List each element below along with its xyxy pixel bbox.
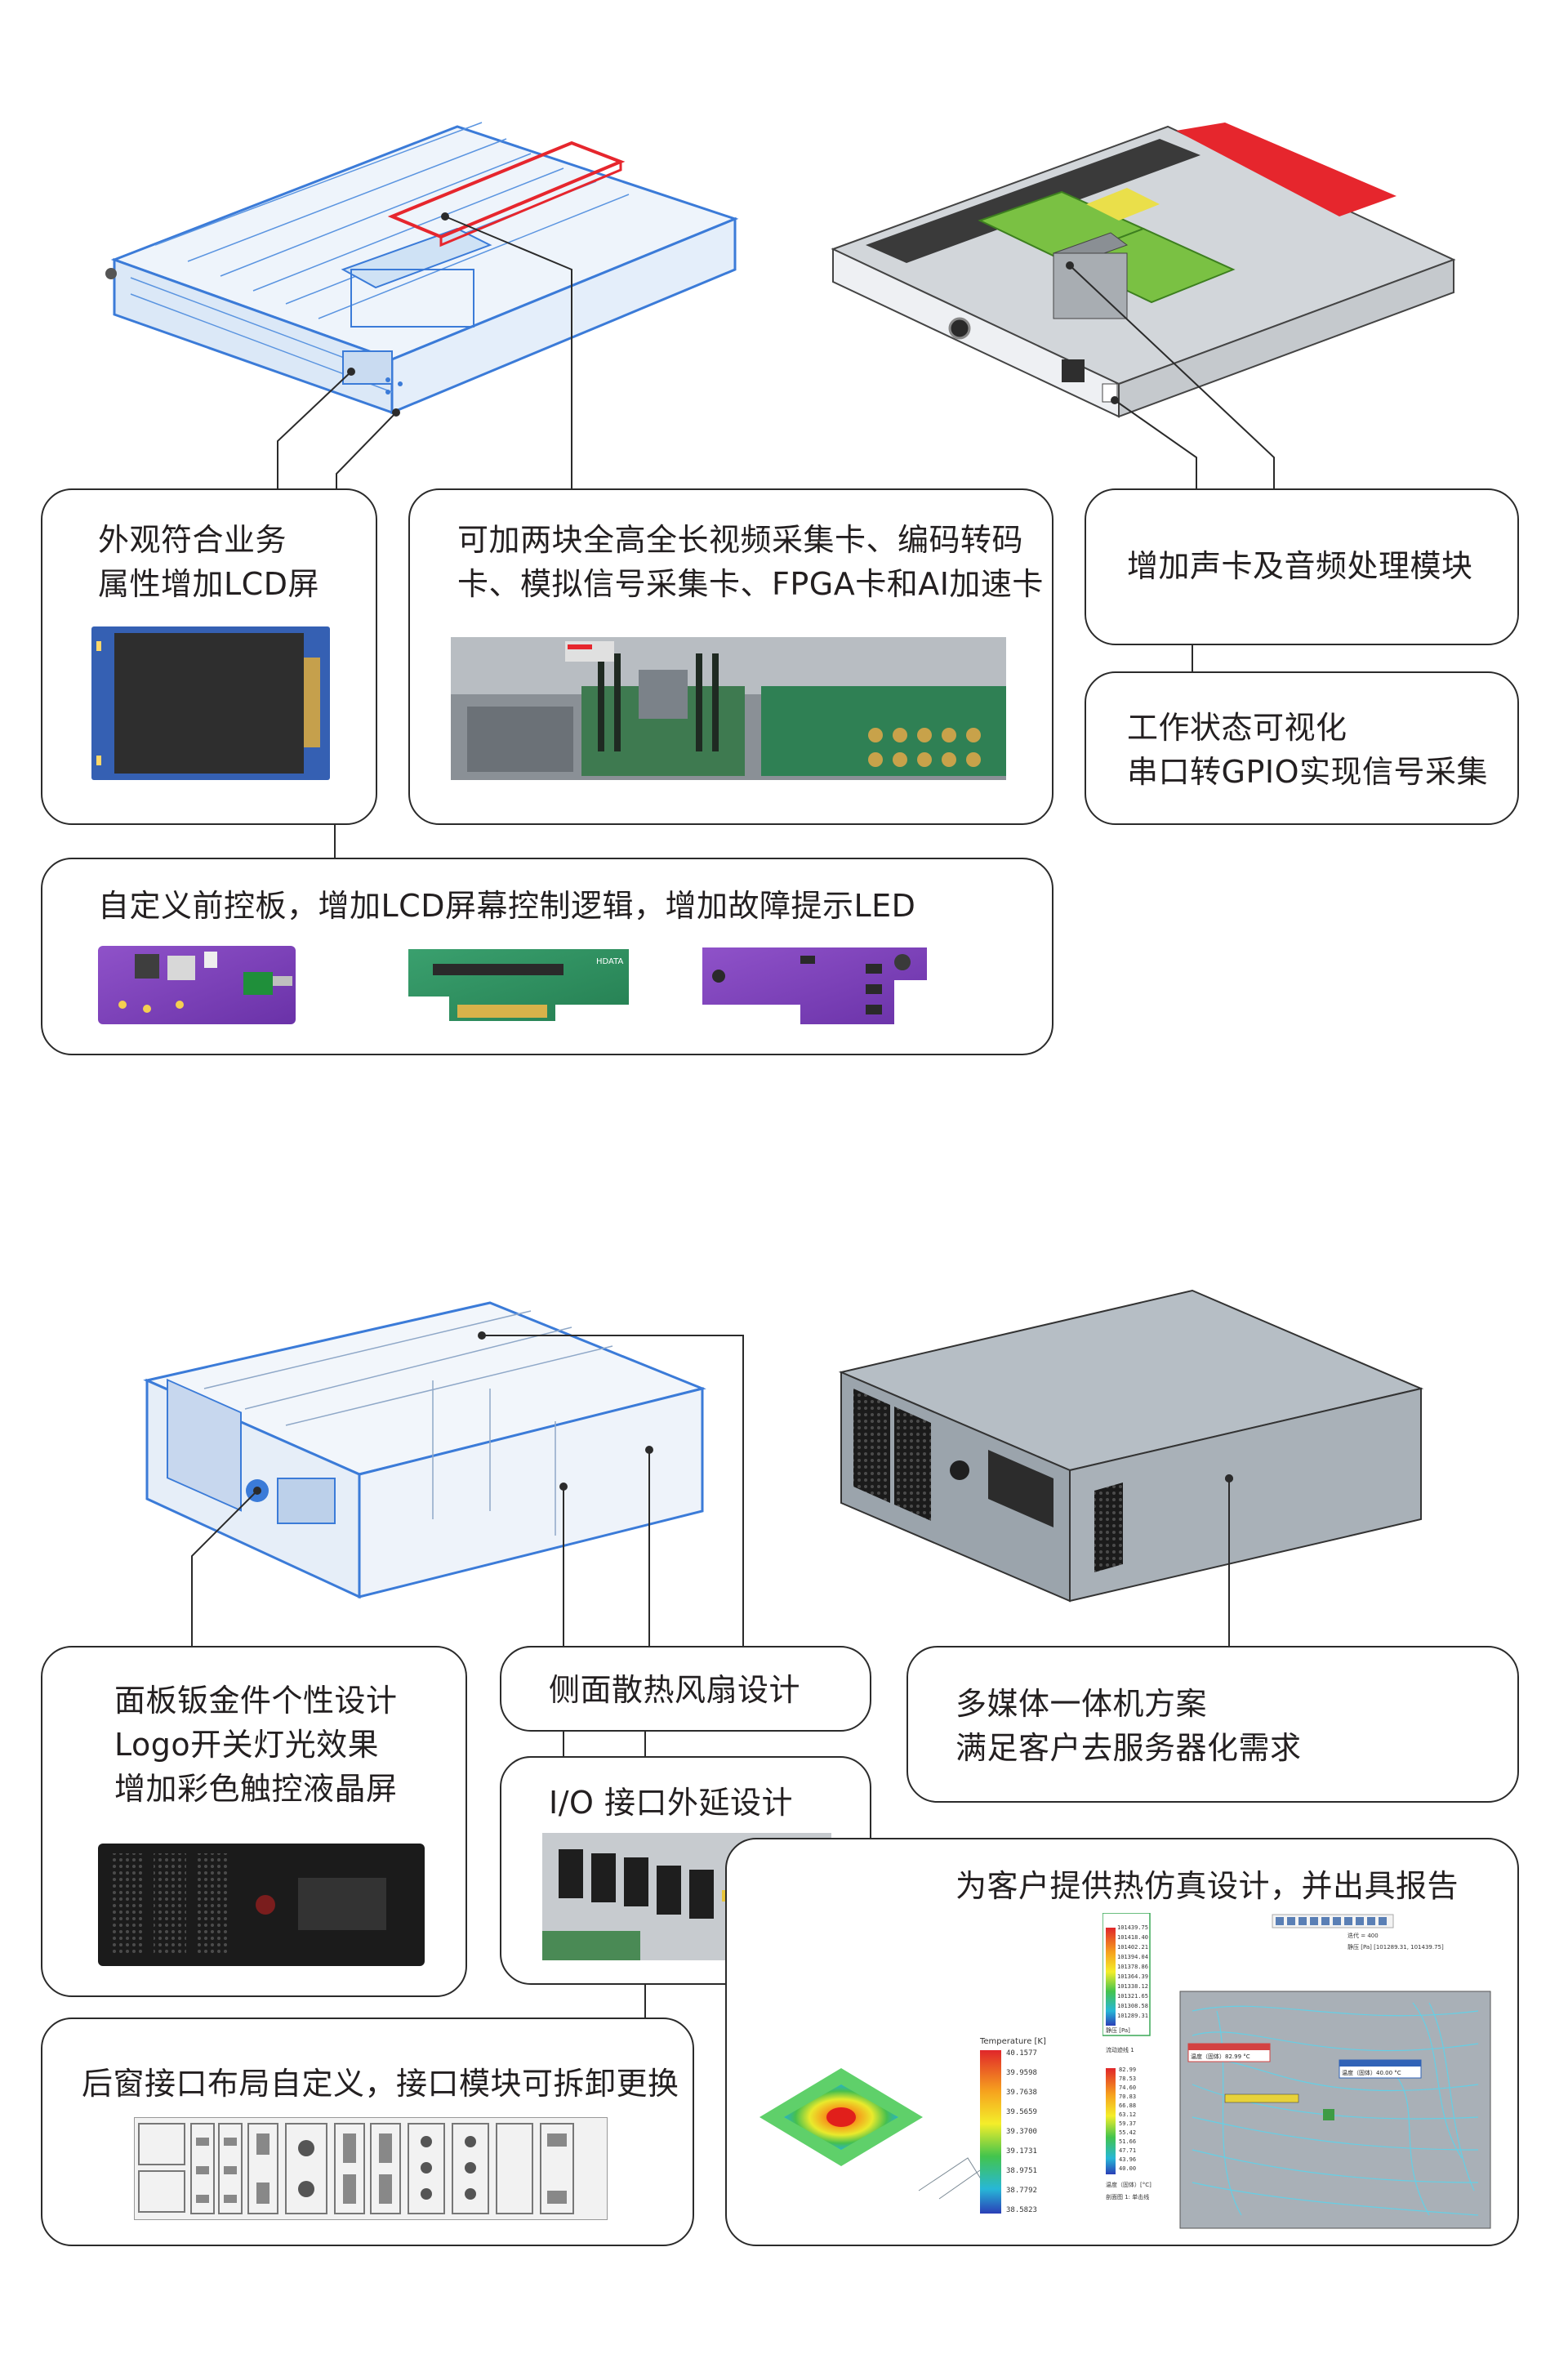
card-video-cards: 可加两块全高全长视频采集卡、编码转码 卡、模拟信号采集卡、FPGA卡和AI加速卡 — [408, 488, 1054, 825]
svg-text:43.96: 43.96 — [1119, 2156, 1136, 2163]
black-front-panel-image — [98, 1844, 425, 1966]
thermal-legend-values: 40.1577 39.9598 39.7638 39.5659 39.3700 … — [1006, 2049, 1037, 2214]
rendered-chassis-1u — [831, 123, 1456, 418]
card-thermal-sim: 为客户提供热仿真设计，并出具报告 Temperature [K] 40.1577… — [725, 1838, 1519, 2246]
card-rear-layout: 后窗接口布局自定义，接口模块可拆卸更换 — [41, 2018, 694, 2246]
rendered-chassis-3u — [838, 1289, 1424, 1603]
cfd-airflow-window: 101439.75 101418.40 101402.21 101394.04 … — [1102, 1913, 1494, 2232]
svg-text:101308.58: 101308.58 — [1117, 2003, 1148, 2009]
svg-text:101418.40: 101418.40 — [1117, 1934, 1148, 1941]
riser-board-label: HDATA — [596, 957, 623, 966]
svg-text:101394.04: 101394.04 — [1117, 1954, 1148, 1960]
card-panel-design: 面板钣金件个性设计 Logo开关灯光效果 增加彩色触控液晶屏 — [41, 1646, 467, 1997]
card-io-text: I/O 接口外延设计 — [549, 1785, 793, 1821]
svg-text:39.1731: 39.1731 — [1006, 2147, 1037, 2156]
svg-text:51.66: 51.66 — [1119, 2138, 1136, 2145]
svg-text:101402.21: 101402.21 — [1117, 1944, 1148, 1951]
svg-text:38.7792: 38.7792 — [1006, 2187, 1037, 2195]
cfd-temp-legend: 82.99 78.53 74.60 70.83 66.88 63.12 59.3… — [1119, 2067, 1136, 2172]
streamline-caption: 流动迹线 1 — [1106, 2046, 1134, 2053]
green-riser-board: HDATA — [408, 949, 629, 1021]
svg-text:78.53: 78.53 — [1119, 2076, 1136, 2082]
svg-text:温度（固体）40.00 °C: 温度（固体）40.00 °C — [1342, 2069, 1401, 2076]
purple-control-board-1 — [98, 946, 296, 1024]
iteration-caption: 迭代 = 400 — [1348, 1932, 1379, 1939]
card-gpio: 工作状态可视化 串口转GPIO实现信号采集 — [1085, 671, 1519, 825]
card-cards-text: 可加两块全高全长视频采集卡、编码转码 卡、模拟信号采集卡、FPGA卡和AI加速卡 — [457, 522, 1044, 602]
card-front-text: 自定义前控板，增加LCD屏幕控制逻辑，增加故障提示LED — [98, 888, 916, 924]
cfd-pressure-legend: 101439.75 101418.40 101402.21 101394.04 … — [1117, 1924, 1148, 2019]
card-media-text: 多媒体一体机方案 满足客户去服务器化需求 — [956, 1686, 1302, 1766]
svg-text:82.99: 82.99 — [1119, 2067, 1136, 2073]
lcd-screen-image — [91, 626, 330, 780]
svg-text:66.88: 66.88 — [1119, 2102, 1136, 2109]
plane-caption: 剖面图 1: 单击线 — [1106, 2193, 1149, 2200]
svg-text:39.3700: 39.3700 — [1006, 2128, 1037, 2136]
svg-text:101321.65: 101321.65 — [1117, 1993, 1148, 2000]
card-front-panel: 自定义前控板，增加LCD屏幕控制逻辑，增加故障提示LED HDATA — [41, 858, 1054, 1055]
card-panel-text: 面板钣金件个性设计 Logo开关灯光效果 增加彩色触控液晶屏 — [114, 1683, 398, 1807]
svg-text:59.37: 59.37 — [1119, 2120, 1136, 2127]
card-sound-module: 增加声卡及音频处理模块 — [1085, 488, 1519, 645]
svg-text:40.00: 40.00 — [1119, 2165, 1136, 2172]
svg-text:101338.12: 101338.12 — [1117, 1983, 1148, 1990]
probe-cool: 温度（固体）40.00 °C — [1339, 2059, 1422, 2079]
svg-text:101378.86: 101378.86 — [1117, 1964, 1148, 1970]
svg-text:38.5823: 38.5823 — [1006, 2206, 1037, 2214]
svg-text:70.83: 70.83 — [1119, 2093, 1136, 2100]
wireframe-chassis-1u — [105, 122, 739, 415]
rear-panel-interfaces-image — [134, 2117, 608, 2220]
temp-unit-label: 温度（固体）[°C] — [1106, 2181, 1152, 2188]
svg-text:47.71: 47.71 — [1119, 2147, 1136, 2154]
card-lcd-appearance: 外观符合业务 属性增加LCD屏 — [41, 488, 377, 825]
heatsink-thermal-sim: Temperature [K] 40.1577 39.9598 39.7638 … — [760, 2037, 1046, 2214]
svg-text:39.5659: 39.5659 — [1006, 2108, 1037, 2116]
svg-text:63.12: 63.12 — [1119, 2111, 1136, 2118]
svg-text:101364.39: 101364.39 — [1117, 1973, 1148, 1980]
svg-text:101289.31: 101289.31 — [1117, 2013, 1148, 2019]
control-boards-images: HDATA — [98, 946, 927, 1024]
svg-text:101439.75: 101439.75 — [1117, 1924, 1148, 1931]
svg-text:39.7638: 39.7638 — [1006, 2089, 1037, 2097]
top-leader-lines — [277, 216, 1275, 858]
svg-text:39.9598: 39.9598 — [1006, 2069, 1037, 2077]
svg-text:55.42: 55.42 — [1119, 2129, 1136, 2136]
thermal-legend-title: Temperature [K] — [979, 2037, 1046, 2046]
card-fan-design: 侧面散热风扇设计 — [500, 1646, 871, 1732]
bottom-leader-lines — [191, 1335, 1230, 2018]
card-fan-text: 侧面散热风扇设计 — [549, 1672, 801, 1708]
svg-text:40.1577: 40.1577 — [1006, 2049, 1037, 2058]
pressure-unit-label: 静压 [Pa] — [1106, 2026, 1130, 2034]
svg-text:38.9751: 38.9751 — [1006, 2167, 1037, 2175]
probe-hot: 温度（固体）82.99 °C — [1187, 2043, 1271, 2062]
card-sound-text: 增加声卡及音频处理模块 — [1127, 548, 1473, 584]
wireframe-chassis-3u — [143, 1301, 706, 1599]
svg-text:温度（固体）82.99 °C: 温度（固体）82.99 °C — [1191, 2053, 1250, 2060]
card-gpio-text: 工作状态可视化 串口转GPIO实现信号采集 — [1127, 710, 1488, 790]
card-thermal-text: 为客户提供热仿真设计，并出具报告 — [956, 1868, 1459, 1904]
svg-text:74.60: 74.60 — [1119, 2084, 1136, 2091]
card-lcd-text: 外观符合业务 属性增加LCD屏 — [98, 522, 319, 602]
server-interior-photo — [451, 637, 1006, 780]
purple-control-board-2 — [702, 947, 927, 1024]
pressure-range-caption: 静压 [Pa] [101289.31, 101439.75] — [1348, 1943, 1444, 1951]
card-multimedia: 多媒体一体机方案 满足客户去服务器化需求 — [906, 1646, 1519, 1803]
card-rear-text: 后窗接口布局自定义，接口模块可拆卸更换 — [82, 2066, 679, 2102]
